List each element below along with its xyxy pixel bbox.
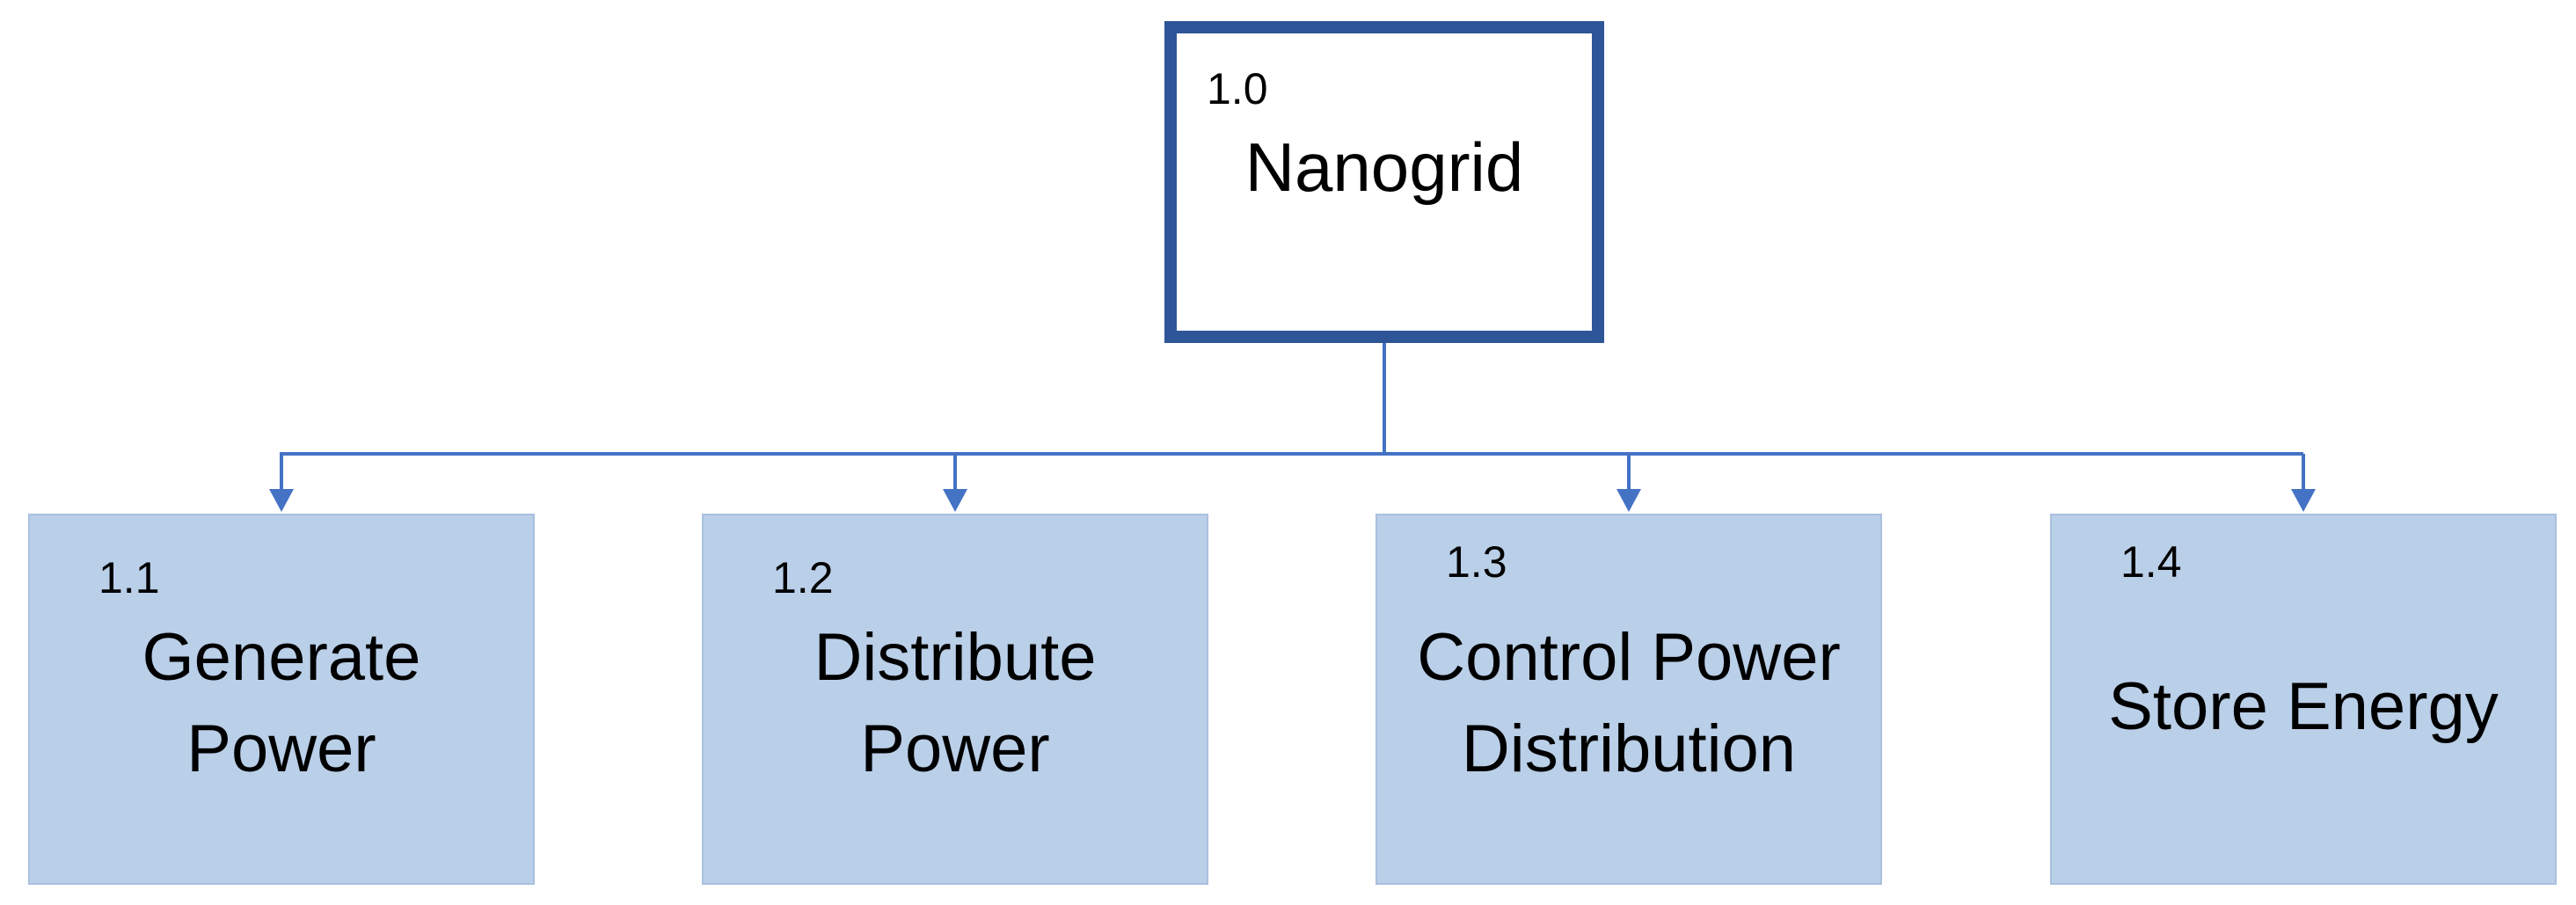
node-number: 1.2: [772, 553, 834, 602]
node-number: 1.3: [1446, 537, 1507, 587]
root-node-nanogrid: 1.0 Nanogrid: [1164, 21, 1604, 343]
node-number: 1.0: [1207, 64, 1268, 113]
arrowhead-2: [943, 489, 967, 512]
node-label: Generate Power: [142, 620, 421, 786]
arrowhead-1: [269, 489, 294, 512]
child-node-generate-power: 1.1 Generate Power: [28, 514, 535, 885]
node-label: Control Power Distribution: [1417, 620, 1841, 786]
node-label: Store Energy: [2108, 669, 2499, 744]
node-label: Nanogrid: [1244, 128, 1524, 206]
child-node-control-power-distribution: 1.3 Control Power Distribution: [1376, 514, 1882, 885]
child-node-distribute-power: 1.2 Distribute Power: [702, 514, 1208, 885]
child-node-store-energy: 1.4 Store Energy: [2050, 514, 2557, 885]
node-number: 1.4: [2120, 537, 2182, 587]
arrowhead-3: [1616, 489, 1641, 512]
node-label: Distribute Power: [814, 620, 1097, 786]
arrowhead-4: [2291, 489, 2316, 512]
node-number: 1.1: [99, 553, 160, 602]
